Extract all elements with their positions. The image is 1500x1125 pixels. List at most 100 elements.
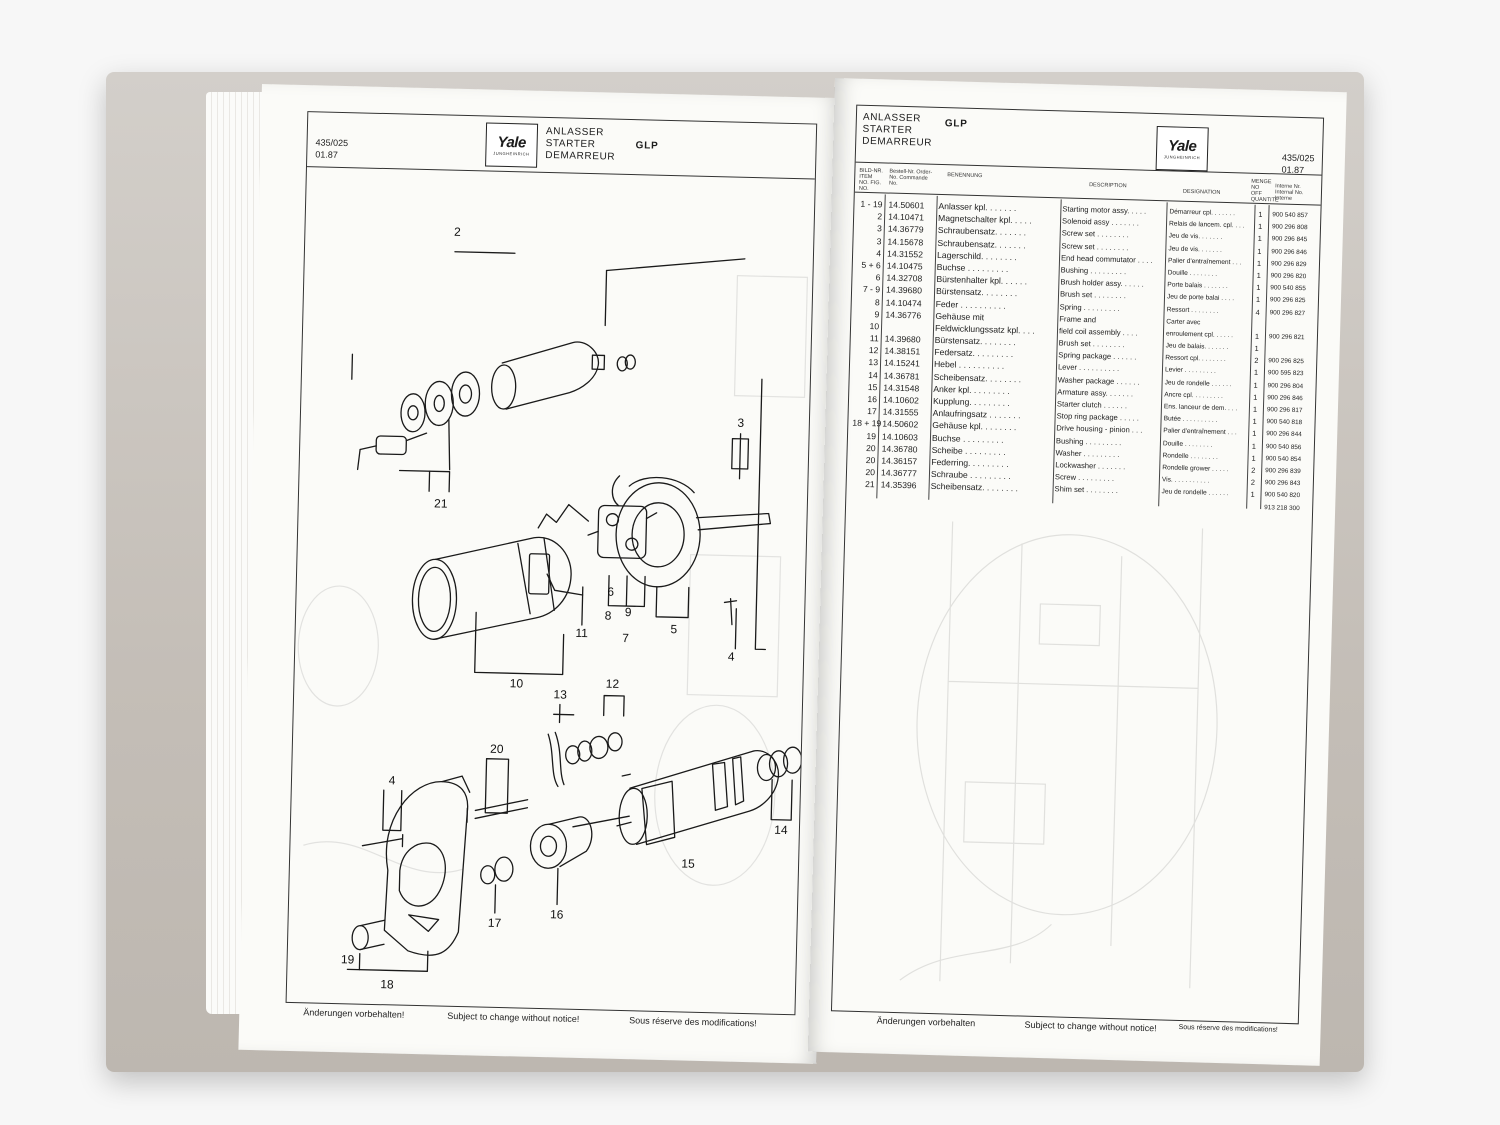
col-header-french: DESIGNATION [1182,188,1221,196]
cell-order-no: 14.36780 [881,443,918,455]
cell-internal-no: 900 540 854 [1265,454,1302,463]
cell-item-no: 20 [865,442,876,454]
cell-item-no: 19 [866,430,877,441]
callout-9: 9 [625,605,632,619]
footer-french: Sous réserve des modifications! [629,1015,757,1029]
cell-quantity: 1 [1257,222,1263,232]
callout-8: 8 [605,609,612,623]
doc-date: 01.87 [315,149,338,160]
cell-quantity: 1 [1256,282,1261,293]
cell-order-no: 14.36781 [883,370,920,382]
model-code: GLP [635,140,659,152]
cell-internal-no: 900 296 843 [1264,479,1301,488]
cell-internal-no: 900 296 808 [1271,223,1308,232]
cell-quantity: 1 [1257,234,1262,244]
cell-order-no: 14.35396 [880,479,917,491]
cell-item-no: 15 [867,381,878,393]
cell-internal-no: 913 218 300 [1264,503,1300,512]
cell-internal-no: 900 296 846 [1267,394,1303,402]
cell-quantity: 1 [1253,368,1259,378]
cell-order-no: 14.10474 [885,297,922,309]
cell-quantity: 1 [1252,404,1258,414]
cell-order-no: 14.36777 [880,467,917,479]
logo-subtitle-right: JUNGHEINRICH [1163,154,1201,161]
cell-internal-no: 900 296 804 [1267,381,1304,390]
cell-internal-no: 900 540 820 [1264,491,1301,500]
callout-3: 3 [737,416,744,430]
cell-quantity: 1 [1253,380,1258,390]
callout-17: 17 [488,916,502,930]
cell-order-no: 14.10475 [886,260,923,272]
col-header-part: Bestell-Nr. Order-No. Commande No. [888,168,933,187]
cell-item-no: 9 [874,308,880,320]
cell-quantity: 1 [1250,490,1255,500]
cell-quantity: 1 [1253,392,1258,402]
cell-order-no: 14.38151 [884,345,921,357]
cell-quantity: 1 [1254,343,1259,353]
cell-order-no: 14.10602 [882,394,920,406]
cell-quantity: 1 [1251,453,1256,463]
cell-quantity: 1 [1252,429,1257,439]
cell-order-no: 14.10471 [888,211,925,223]
document-number: 435/025 01.87 [315,136,348,161]
cell-order-no: 14.39680 [885,284,923,296]
cell-internal-no: 900 296 846 [1271,247,1307,256]
cell-internal-no: 900 296 845 [1271,235,1308,244]
footer-english-right: Subject to change without notice! [1024,1019,1157,1034]
cell-quantity: 1 [1254,331,1260,341]
cell-quantity: 2 [1254,356,1259,366]
cell-order-no: 14.36157 [881,455,918,467]
cell-item-no: 20 [865,467,876,478]
footer-german-right: Änderungen vorbehalten [876,1015,976,1029]
cell-order-no: 14.50601 [888,199,925,211]
cell-order-no: 14.50602 [882,418,919,430]
callout-10: 10 [510,676,524,690]
cell-quantity: 1 [1255,295,1261,305]
footer-english: Subject to change without notice! [447,1010,580,1025]
callout-4-lower: 4 [389,773,396,787]
cell-item-no: 16 [867,394,878,405]
cell-internal-no: 900 296 820 [1270,272,1307,281]
cell-item-no: 14 [868,369,878,380]
cell-quantity: 1 [1252,416,1257,427]
doc-number: 435/025 [315,137,349,149]
cell-item-no: 11 [869,333,879,344]
page-title-right: ANLASSER STARTER DEMARREUR [862,112,933,150]
cell-quantity: 1 [1257,246,1262,256]
cell-desc-french: Vis. . . . . . . . . . . [1161,476,1210,485]
callout-4: 4 [728,650,735,664]
right-page: ANLASSER STARTER DEMARREUR GLP Yale JUNG… [807,78,1347,1066]
callout-6: 6 [607,585,614,599]
callout-7: 7 [622,631,629,645]
footer-french-right: Sous réserve des modifications! [1178,1023,1278,1034]
cell-internal-no: 900 540 855 [1270,284,1306,293]
cell-item-no: 8 [874,296,880,307]
title-french: DEMARREUR [545,149,616,163]
callout-18: 18 [380,977,394,991]
footer-german: Änderungen vorbehalten! [303,1007,405,1020]
cell-item-no: 5 + 6 [861,259,881,271]
exploded-parts-diagram: 2 3 21 4 6 9 5 8 7 11 10 12 13 20 4 14 1… [341,225,803,991]
cell-order-no: 14.31548 [883,382,920,394]
logo-brand: Yale [497,133,527,152]
col-header-quantity: MENGE NO OFF QUANTITE [1250,178,1279,204]
col-header-internal-no: Interne Nr. Internal No. Interne [1274,183,1304,202]
cell-internal-no: 900 296 821 [1268,333,1305,342]
page-title: ANLASSER STARTER DEMARREUR [545,126,616,164]
cell-item-no: 6 [875,272,881,283]
callout-12: 12 [606,677,620,691]
cell-internal-no: 900 296 829 [1270,259,1307,268]
col-header-fig: BILD-NR. ITEM NO. FIG. NO. [858,167,884,192]
cell-item-no: 1 - 19 [860,198,883,210]
col-header-english: DESCRIPTION [1089,182,1127,190]
cell-item-no: 21 [864,479,875,490]
cell-internal-no: 900 296 817 [1266,406,1303,415]
cell-item-no: 17 [867,406,877,417]
cell-desc-english: Frame and [1059,314,1097,325]
cell-item-no: 3 [876,223,882,234]
cell-desc-french: Douille . . . . . . . . [1162,439,1213,449]
cell-internal-no: 900 296 825 [1269,296,1306,305]
cell-quantity: 2 [1250,477,1256,488]
cell-desc-german: Gehäuse mit [935,310,985,322]
model-code-right: GLP [944,118,968,130]
